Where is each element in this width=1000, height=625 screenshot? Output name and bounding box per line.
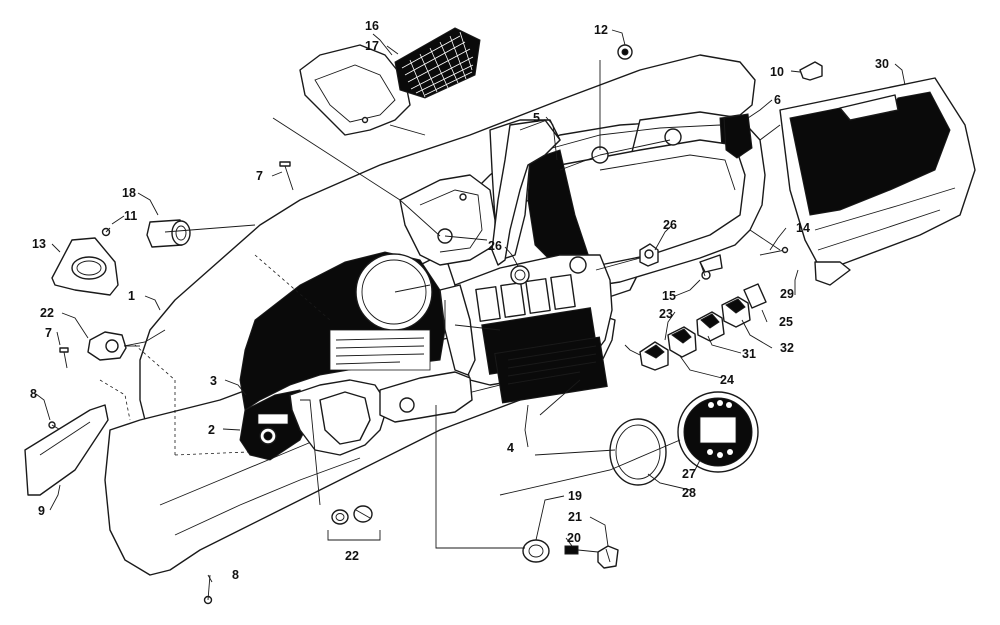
callout-4: 4 xyxy=(507,441,514,455)
callout-8: 8 xyxy=(30,387,37,401)
callout-26: 26 xyxy=(488,239,502,253)
callout-6: 6 xyxy=(774,93,781,107)
callout-7: 7 xyxy=(256,169,263,183)
glove-box-door xyxy=(779,77,976,286)
rocker-switch xyxy=(696,311,725,342)
callout-22: 22 xyxy=(40,306,54,320)
callout-19: 19 xyxy=(568,489,582,503)
leader-lines xyxy=(35,29,906,583)
power-outlet xyxy=(510,265,530,285)
callout-5: 5 xyxy=(533,111,540,125)
callout-12: 12 xyxy=(594,23,608,37)
callout-20: 20 xyxy=(567,531,581,545)
plug xyxy=(617,44,633,60)
callout-21: 21 xyxy=(568,510,582,524)
rocker-switch xyxy=(639,341,669,371)
switch-bezel xyxy=(51,237,119,296)
gauge-cluster-bezel xyxy=(239,251,446,461)
storage-tray xyxy=(299,44,411,136)
callout-25: 25 xyxy=(779,315,793,329)
callout-30: 30 xyxy=(875,57,889,71)
callout-15: 15 xyxy=(662,289,676,303)
callout-32: 32 xyxy=(780,341,794,355)
callout-9: 9 xyxy=(38,504,45,518)
screw xyxy=(59,347,69,369)
screw xyxy=(203,574,213,605)
callout-29: 29 xyxy=(780,287,794,301)
callout-23: 23 xyxy=(659,307,673,321)
hinge-bracket xyxy=(699,254,723,273)
clip xyxy=(799,61,823,81)
callout-27: 27 xyxy=(682,467,696,481)
callout-2: 2 xyxy=(208,423,215,437)
ignition-switch-part xyxy=(331,509,349,525)
side-panel xyxy=(24,404,109,496)
callout-17: 17 xyxy=(365,39,379,53)
grab-handle xyxy=(491,119,561,266)
switch-blank xyxy=(743,283,767,309)
callout-8: 8 xyxy=(232,568,239,582)
callout-31: 31 xyxy=(742,347,756,361)
speedometer-gauge xyxy=(677,391,759,473)
callout-10: 10 xyxy=(770,65,784,79)
rocker-switch xyxy=(721,296,751,328)
callout-16: 16 xyxy=(365,19,379,33)
callout-7: 7 xyxy=(45,326,52,340)
center-switch-console xyxy=(379,254,613,423)
callout-1: 1 xyxy=(128,289,135,303)
gauge-trim-ring xyxy=(609,418,667,486)
callout-11: 11 xyxy=(124,209,137,223)
grommet xyxy=(664,128,682,146)
pocket-insert xyxy=(723,113,753,159)
ignition-switch xyxy=(87,331,140,361)
callout-14: 14 xyxy=(796,221,810,235)
screw xyxy=(101,227,111,237)
callout-13: 13 xyxy=(32,237,46,251)
callout-24: 24 xyxy=(720,373,734,387)
power-port xyxy=(146,219,191,248)
callout-26: 26 xyxy=(663,218,677,232)
key-knob xyxy=(597,545,619,569)
screw xyxy=(759,246,789,256)
rocker-switch xyxy=(667,326,697,358)
key-bezel xyxy=(522,539,550,563)
callout-18: 18 xyxy=(122,186,136,200)
screw xyxy=(279,161,294,191)
callout-22: 22 xyxy=(345,549,359,563)
power-outlet xyxy=(639,243,659,267)
vent-grille xyxy=(394,27,481,99)
ignition-switch-part xyxy=(353,505,373,523)
callout-labels: 1 2 3 4 5 6 7 7 8 8 9 10 11 12 13 14 15 … xyxy=(30,19,889,582)
callout-28: 28 xyxy=(682,486,696,500)
dashed-construction-lines xyxy=(99,254,331,456)
callout-3: 3 xyxy=(210,374,217,388)
ignition-key xyxy=(564,545,599,555)
